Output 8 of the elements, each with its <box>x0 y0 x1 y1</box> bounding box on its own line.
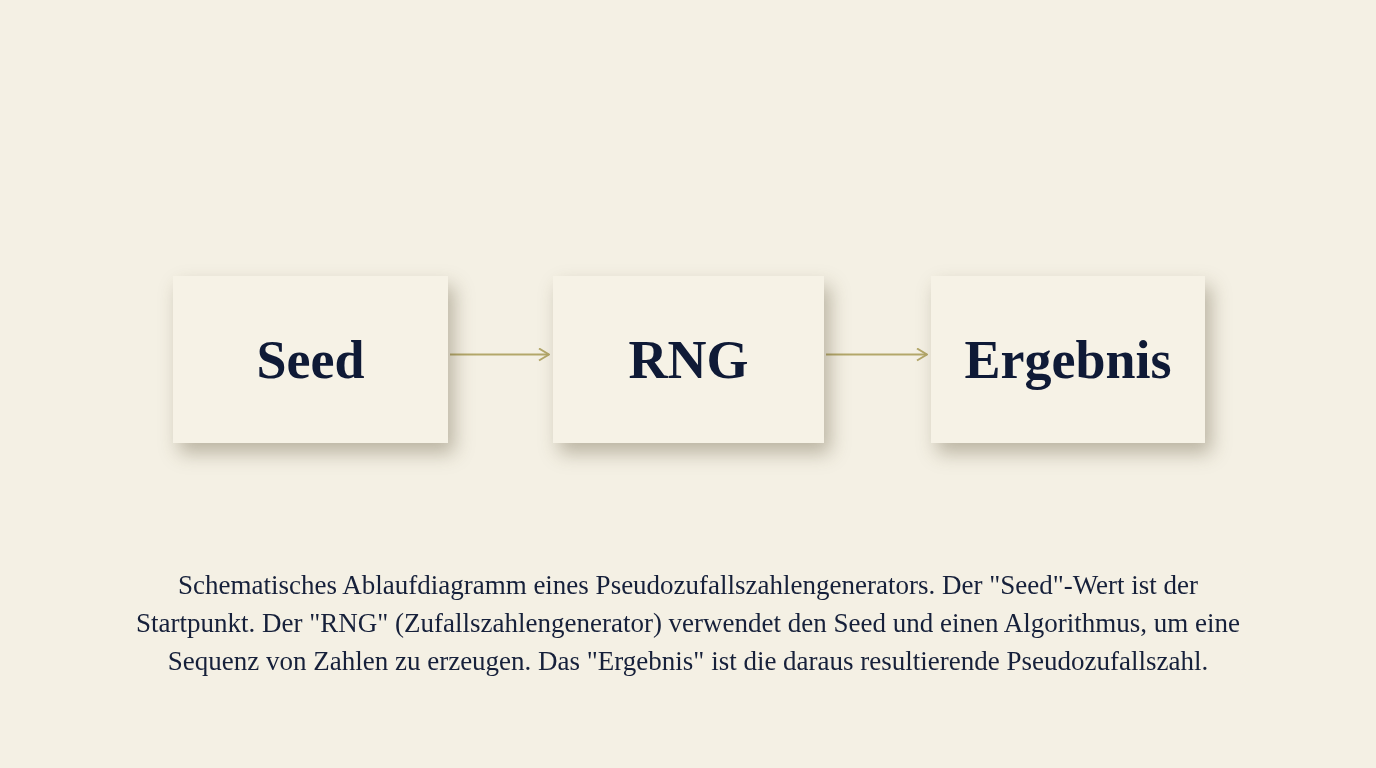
box-label: RNG <box>628 332 749 387</box>
box-label: Seed <box>256 332 365 387</box>
arrow <box>449 347 550 362</box>
process-box <box>931 276 1205 443</box>
caption: Schematisches Ablaufdiagramm eines Pseudozufallszahlengenerators. Der "Seed"-Wert ist der Startpunkt. Der "RNG" (Zufallszahlengenerator) verwendet den Seed und einen Algorithmus, um eine Sequenz von Zahlen zu erzeugen. Das "Ergebnis" ist die daraus resultierende Pseudozufallszahl. <box>135 569 1241 678</box>
process-box <box>173 276 448 443</box>
process-box <box>553 276 824 443</box>
arrow <box>825 347 928 362</box>
